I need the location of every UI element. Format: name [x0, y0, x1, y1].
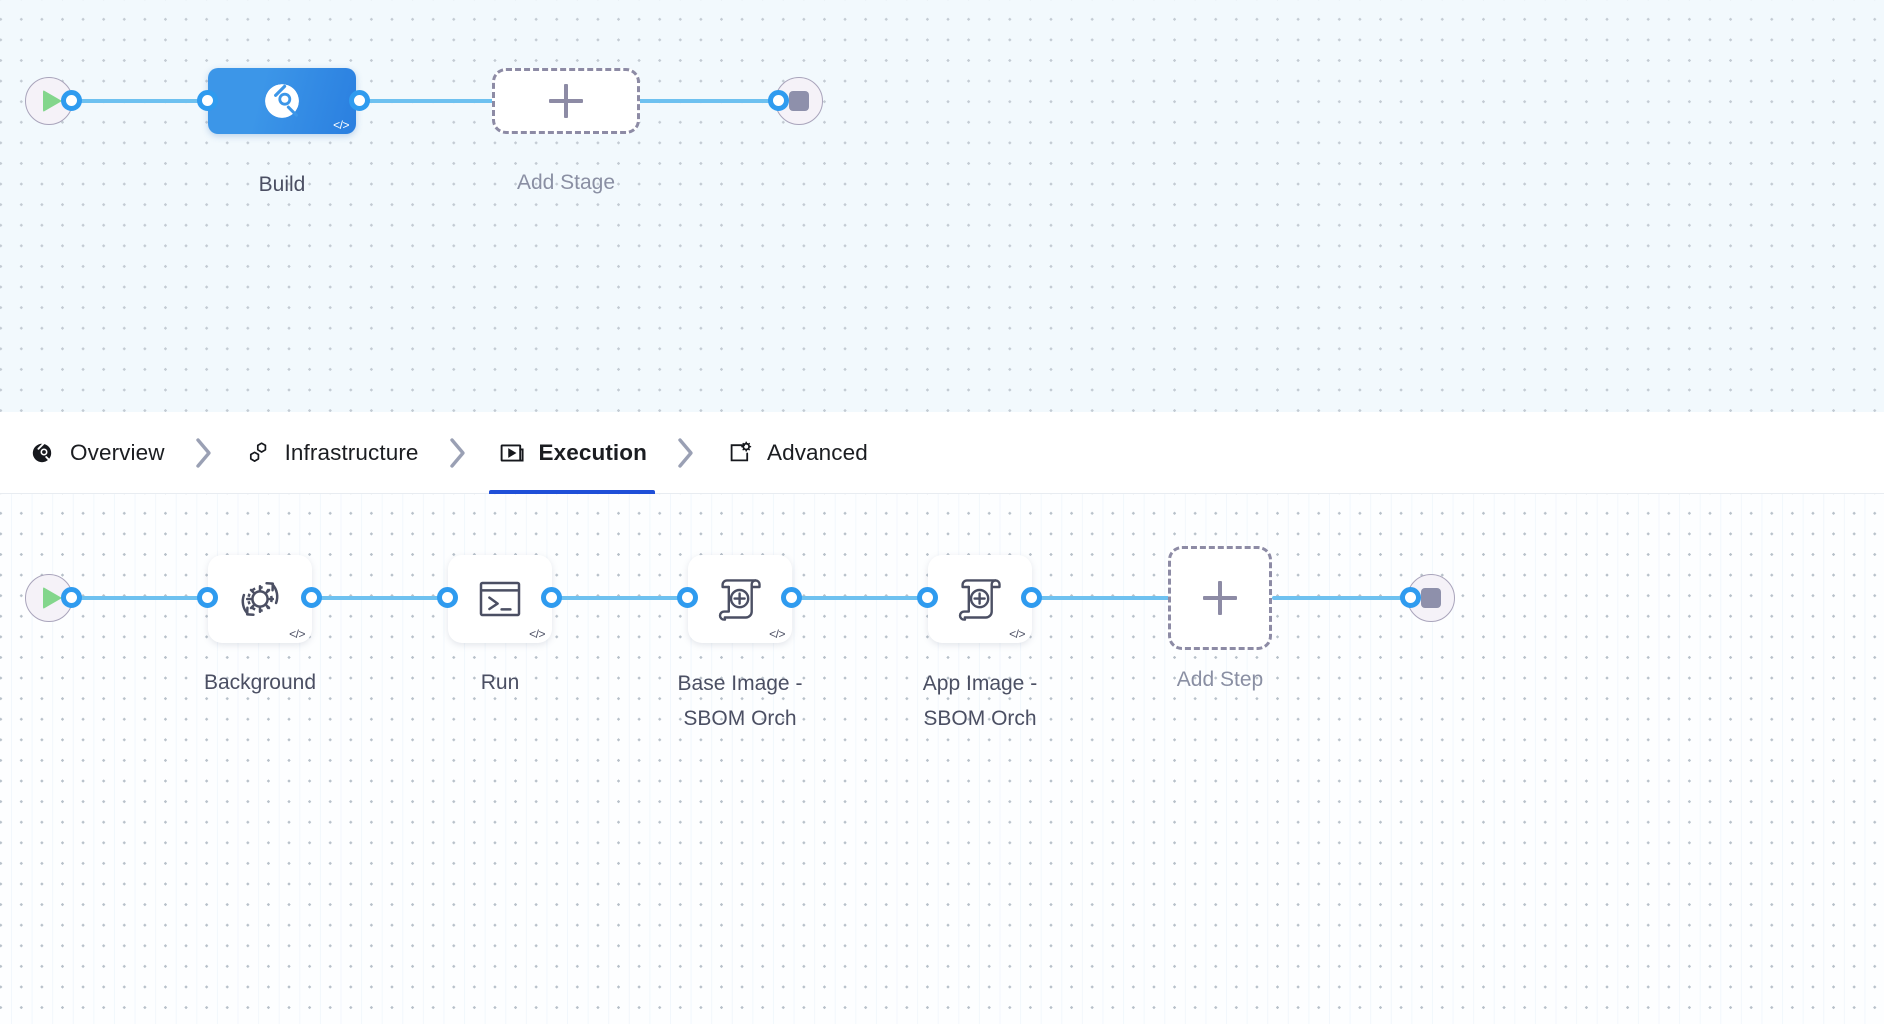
- play-icon: [42, 587, 62, 609]
- code-badge[interactable]: </>: [529, 627, 545, 641]
- edge-baseimage-to-appimage: [782, 596, 940, 600]
- tab-separator-2: [427, 412, 489, 494]
- connector-baseimage-in[interactable]: [677, 587, 698, 608]
- stage-label-build: Build: [258, 173, 306, 196]
- step-label-background: Background: [203, 671, 317, 694]
- step-label-line1: App Image -: [922, 672, 1038, 695]
- plus-icon: [1203, 581, 1237, 615]
- edge-addstage-to-end: [630, 99, 800, 103]
- connector-baseimage-out[interactable]: [781, 587, 802, 608]
- stage-config-tabbar: Overview Infrastructure Execution: [0, 412, 1884, 494]
- step-label-line2: SBOM Orch: [683, 707, 797, 730]
- tab-separator-1: [173, 412, 235, 494]
- step-label-base-image-sbom-orch: Base Image - SBOM Orch: [628, 666, 852, 736]
- step-card-app-image-sbom-orch[interactable]: </>: [928, 555, 1032, 643]
- advanced-gear-box-icon: [725, 438, 755, 468]
- step-label-app-image-sbom-orch: App Image - SBOM Orch: [868, 666, 1092, 736]
- step-label-line1: Base Image -: [677, 672, 803, 695]
- connector-exec-end-in[interactable]: [1400, 587, 1421, 608]
- connector-background-out[interactable]: [301, 587, 322, 608]
- connector-build-in[interactable]: [197, 90, 218, 111]
- stop-icon: [789, 91, 809, 111]
- overview-pie-icon: [28, 438, 58, 468]
- ci-build-icon: [265, 84, 299, 118]
- edge-start-to-build: [62, 99, 222, 103]
- add-step-label: Add Step: [1176, 668, 1264, 691]
- connector-build-out[interactable]: [349, 90, 370, 111]
- connector-appimage-in[interactable]: [917, 587, 938, 608]
- plus-icon: [549, 84, 583, 118]
- edge-background-to-run: [302, 596, 460, 600]
- edge-start-to-background: [62, 596, 220, 600]
- tab-separator-3: [655, 412, 717, 494]
- play-icon: [42, 90, 62, 112]
- tab-execution[interactable]: Execution: [488, 412, 656, 494]
- step-label-line2: SBOM Orch: [923, 707, 1037, 730]
- add-stage-label: Add Stage: [516, 171, 616, 194]
- add-stage-button[interactable]: [492, 68, 640, 134]
- step-card-run[interactable]: </>: [448, 555, 552, 643]
- edge-appimage-to-addstep: [1022, 596, 1182, 600]
- connector-run-in[interactable]: [437, 587, 458, 608]
- connector-appimage-out[interactable]: [1021, 587, 1042, 608]
- connector-start-out[interactable]: [61, 90, 82, 111]
- terminal-icon: [479, 581, 521, 617]
- add-step-button[interactable]: [1168, 546, 1272, 650]
- step-card-background[interactable]: </>: [208, 555, 312, 643]
- tab-label: Execution: [538, 439, 647, 465]
- connector-exec-start-out[interactable]: [61, 587, 82, 608]
- execution-steps-canvas[interactable]: </> Background </> Run </> Base Image - …: [0, 494, 1884, 1024]
- gear-refresh-icon: [241, 581, 279, 617]
- tab-label: Advanced: [766, 439, 868, 465]
- code-badge[interactable]: </>: [289, 627, 305, 641]
- stage-graph-canvas[interactable]: </> Build Add Stage: [0, 0, 1884, 413]
- stage-node-build[interactable]: </>: [208, 68, 356, 134]
- code-badge[interactable]: </>: [333, 118, 349, 132]
- edge-build-to-addstage: [350, 99, 510, 103]
- connector-end-in[interactable]: [768, 90, 789, 111]
- code-badge[interactable]: </>: [769, 627, 785, 641]
- edge-run-to-baseimage: [542, 596, 700, 600]
- edge-addstep-to-end: [1272, 596, 1428, 600]
- tab-infrastructure[interactable]: Infrastructure: [235, 412, 427, 494]
- connector-background-in[interactable]: [197, 587, 218, 608]
- code-badge[interactable]: </>: [1009, 627, 1025, 641]
- step-label-run: Run: [480, 671, 520, 694]
- connector-run-out[interactable]: [541, 587, 562, 608]
- tab-label: Overview: [70, 439, 165, 465]
- scroll-plus-icon: [718, 579, 761, 621]
- hexagon-cluster-icon: [243, 438, 273, 468]
- tab-advanced[interactable]: Advanced: [717, 412, 876, 494]
- step-card-base-image-sbom-orch[interactable]: </>: [688, 555, 792, 643]
- stop-icon: [1421, 588, 1441, 608]
- scroll-plus-icon: [958, 579, 1001, 621]
- tab-overview[interactable]: Overview: [20, 412, 173, 494]
- tab-label: Infrastructure: [284, 439, 419, 465]
- execution-play-box-icon: [497, 438, 527, 468]
